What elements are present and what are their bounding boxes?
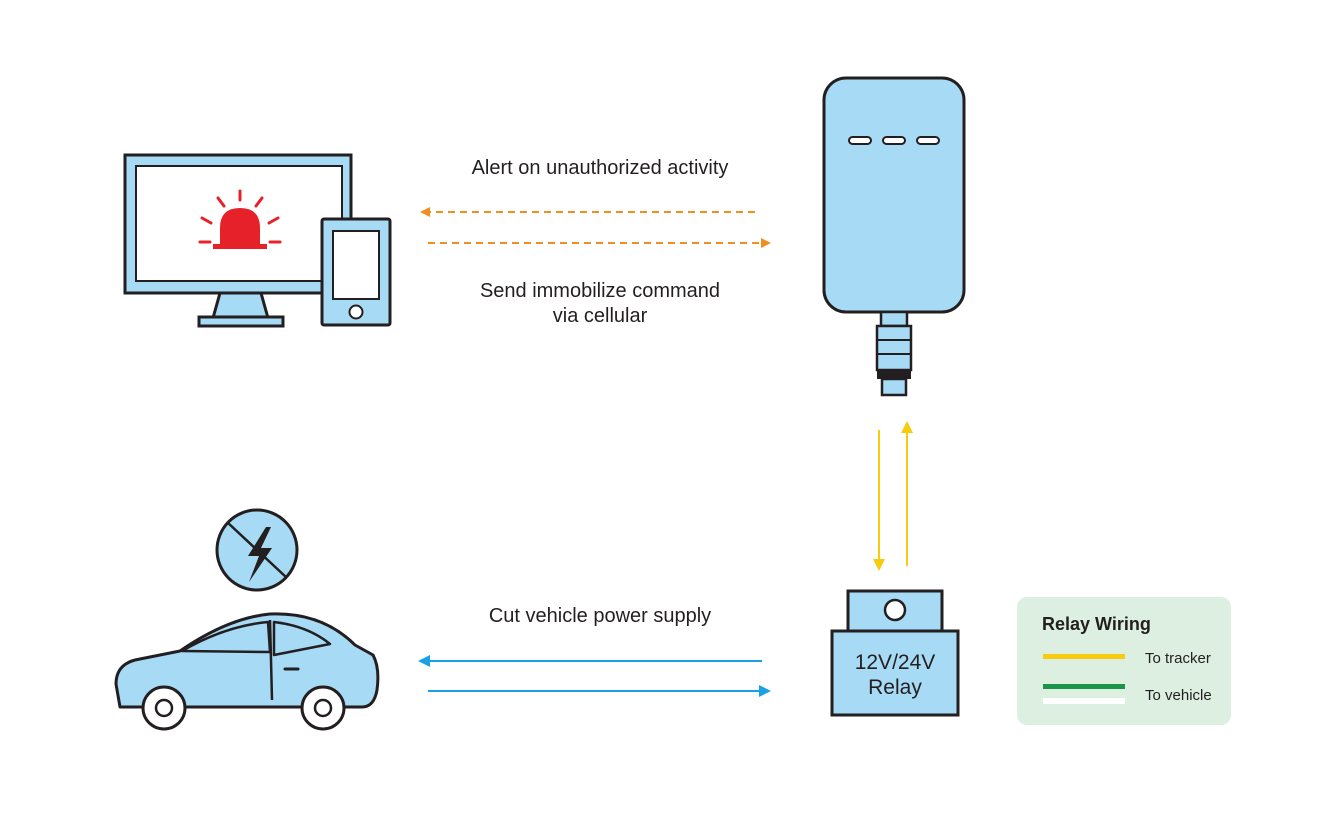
smartphone-icon <box>320 217 392 327</box>
relay-label-line2: Relay <box>868 676 922 699</box>
legend-swatch-tracker <box>1043 654 1125 659</box>
gps-tracker-icon <box>822 76 966 397</box>
legend-swatch-vehicle-white <box>1043 698 1125 704</box>
legend-title: Relay Wiring <box>1042 614 1151 634</box>
relay-wiring-legend: Relay Wiring To tracker To vehicle <box>1017 597 1231 725</box>
alert-label: Alert on unauthorized activity <box>472 157 729 179</box>
command-label-line2: via cellular <box>553 305 648 327</box>
legend-item-vehicle: To vehicle <box>1145 687 1212 704</box>
monitor-icon <box>123 153 353 328</box>
command-label-line1: Send immobilize command <box>480 280 720 302</box>
legend-swatch-vehicle <box>1043 684 1125 689</box>
cut-power-label: Cut vehicle power supply <box>489 605 711 627</box>
no-power-icon <box>215 508 299 592</box>
relay-label-line1: 12V/24V <box>855 651 936 674</box>
alarm-light-icon <box>198 189 282 249</box>
relay-icon <box>830 589 960 717</box>
legend-item-tracker: To tracker <box>1145 650 1211 667</box>
car-icon <box>114 612 380 731</box>
